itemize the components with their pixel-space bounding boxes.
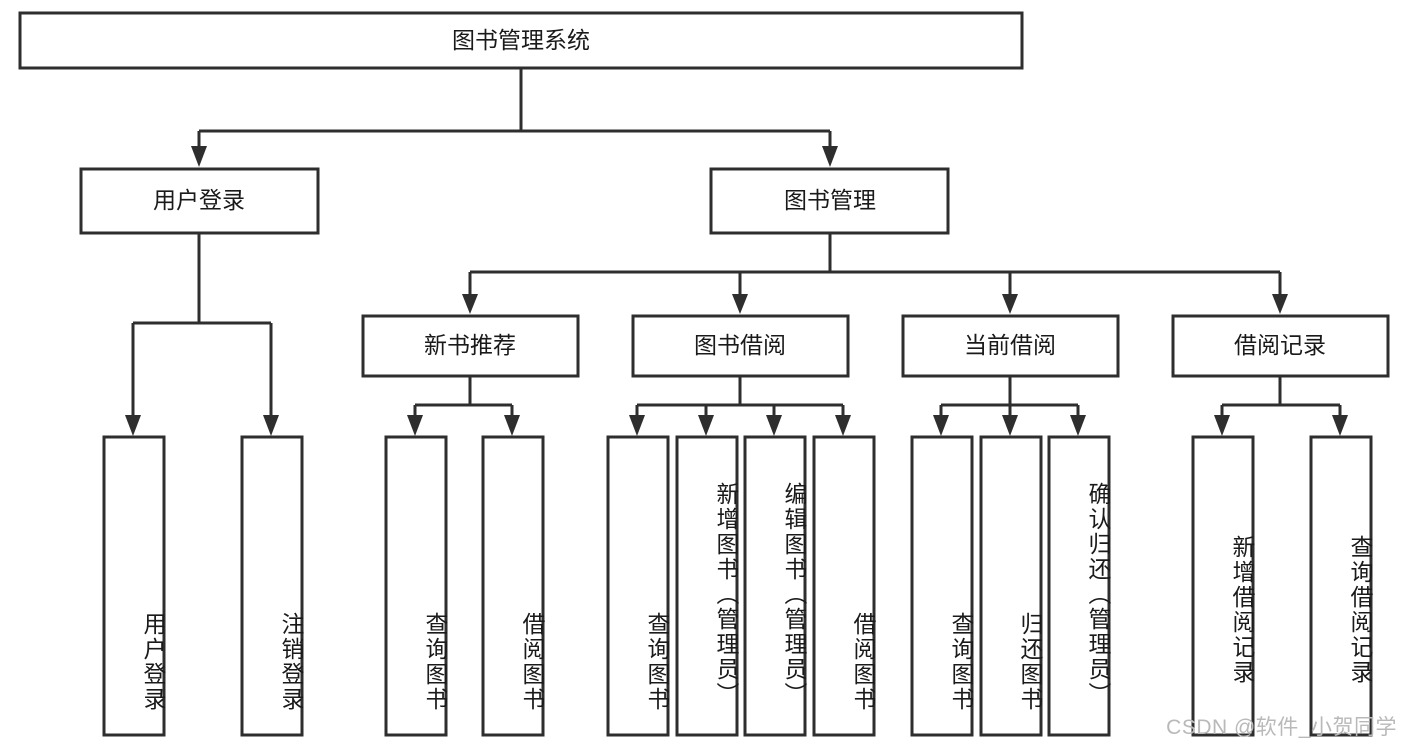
node-root-box[interactable]: [18, 11, 1024, 70]
arrowhead-record-l2: [1332, 415, 1348, 436]
leaf-box-borrow-0[interactable]: [606, 435, 670, 737]
leaf-box-group: [102, 435, 1373, 737]
node-borrow-record-box[interactable]: [1171, 314, 1390, 378]
arrowhead-current-l3: [1070, 415, 1086, 436]
node-book-manage-label: 图书管理: [784, 187, 876, 213]
node-book-manage[interactable]: 图书管理: [709, 167, 950, 235]
node-book-borrow-label: 图书借阅: [694, 332, 786, 358]
node-borrow-record[interactable]: 借阅记录: [1171, 314, 1390, 378]
leaf-box-recommend-1[interactable]: [481, 435, 545, 737]
node-root[interactable]: 图书管理系统: [18, 11, 1024, 70]
arrowhead-user-leaf2: [263, 415, 279, 436]
node-book-borrow-box[interactable]: [631, 314, 850, 378]
node-root-label: 图书管理系统: [452, 27, 590, 53]
node-current-borrow-box[interactable]: [901, 314, 1120, 378]
node-book-manage-box[interactable]: [709, 167, 950, 235]
leaf-box-borrow-1[interactable]: [675, 435, 739, 737]
leaf-box-current-1[interactable]: [979, 435, 1043, 737]
arrowhead-book-c1: [462, 294, 478, 314]
csdn-watermark: CSDN @软件_小贺同学: [1166, 716, 1397, 739]
node-book-borrow[interactable]: 图书借阅: [631, 314, 850, 378]
node-new-book-recommend-label: 新书推荐: [424, 332, 516, 358]
node-user-login-label: 用户登录: [153, 187, 245, 213]
leaf-box-current-2[interactable]: [1047, 435, 1111, 737]
node-new-book-recommend[interactable]: 新书推荐: [361, 314, 580, 378]
arrowhead-rec-l1: [407, 415, 423, 436]
node-current-borrow-label: 当前借阅: [964, 332, 1056, 358]
leaf-box-record-1[interactable]: [1309, 435, 1373, 737]
leaf-box-borrow-2[interactable]: [743, 435, 807, 737]
leaf-box-current-0[interactable]: [910, 435, 974, 737]
node-user-login[interactable]: 用户登录: [79, 167, 320, 235]
arrowhead-book-c2: [732, 294, 748, 314]
arrowhead-borrow-l4: [835, 415, 851, 436]
arrowhead-borrow-l1: [629, 415, 645, 436]
arrowhead-root-to-book: [822, 146, 838, 167]
connector-group: [125, 68, 1348, 436]
node-user-login-box[interactable]: [79, 167, 320, 235]
leaf-box-borrow-3[interactable]: [812, 435, 876, 737]
leaf-box-recommend-0[interactable]: [384, 435, 448, 737]
node-new-book-recommend-box[interactable]: [361, 314, 580, 378]
arrowhead-book-c4: [1272, 294, 1288, 314]
arrowhead-record-l1: [1214, 415, 1230, 436]
arrowhead-current-l2: [1002, 415, 1018, 436]
arrowhead-rec-l2: [504, 415, 520, 436]
arrowhead-borrow-l3: [766, 415, 782, 436]
arrowhead-current-l1: [933, 415, 949, 436]
leaf-box-user-login-1[interactable]: [240, 435, 304, 737]
leaf-box-record-0[interactable]: [1191, 435, 1255, 737]
node-borrow-record-label: 借阅记录: [1234, 332, 1326, 358]
arrowhead-borrow-l2: [698, 415, 714, 436]
arrowhead-user-leaf1: [125, 415, 141, 436]
arrowhead-book-c3: [1002, 294, 1018, 314]
node-current-borrow[interactable]: 当前借阅: [901, 314, 1120, 378]
arrowhead-root-to-user: [191, 146, 207, 167]
leaf-box-user-login-0[interactable]: [102, 435, 166, 737]
